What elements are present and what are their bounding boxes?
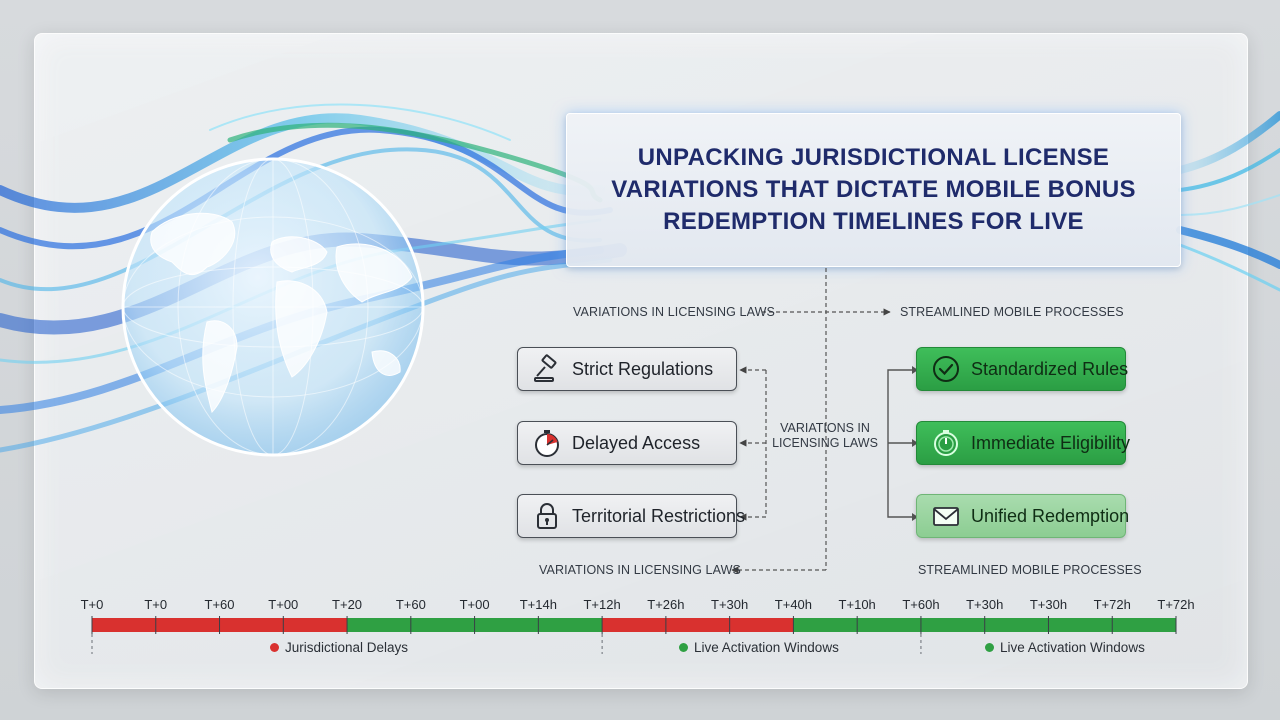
standardized-rules-box: Standardized Rules <box>916 347 1129 391</box>
globe-icon <box>121 157 425 457</box>
timeline-tick-label: T+26h <box>647 597 685 612</box>
timeline-tick-label: T+20 <box>332 597 363 612</box>
legend-label: Live Activation Windows <box>1000 640 1145 655</box>
strict-regulations-box: Strict Regulations <box>517 347 737 391</box>
timeline-segment-delay <box>602 618 794 632</box>
timeline-tick-label: T+30h <box>1029 597 1068 612</box>
timeline-tick-label: T+72h <box>1093 597 1131 612</box>
unified-redemption-box: Unified Redemption <box>916 494 1130 538</box>
territorial-restrictions-label: Territorial Restrictions <box>572 505 746 526</box>
timeline-tick-label: T+30h <box>711 597 749 612</box>
caption-licensing-laws-bottom: Variations in Licensing Laws <box>539 563 741 577</box>
legend-dot-green <box>679 643 688 652</box>
timeline-tick-label: T+60h <box>902 597 940 612</box>
timeline-tick-label: T+72h <box>1157 597 1195 612</box>
timeline-tick-label: T+60 <box>395 597 426 612</box>
caption-licensing-laws-top: Variations in Licensing Laws <box>573 305 775 319</box>
timeline-tick-label: T+12h <box>583 597 621 612</box>
unified-redemption-label: Unified Redemption <box>971 505 1130 526</box>
timeline-tick-label: T+0 <box>80 597 104 612</box>
caption-licensing-laws-center: Variations in Licensing Laws <box>772 421 878 450</box>
legend-jurisdictional-delays: Jurisdictional Delays <box>270 640 408 655</box>
timeline-tick-label: T+0 <box>144 597 168 612</box>
caption-mobile-processes-bottom: Streamlined Mobile Processes <box>918 563 1142 577</box>
timeline-tick-label: T+40h <box>774 597 813 612</box>
immediate-eligibility-box: Immediate Eligibility <box>916 421 1130 465</box>
delayed-access-label: Delayed Access <box>572 432 701 453</box>
title-box: Unpacking Jurisdictional License Variati… <box>566 113 1181 267</box>
territorial-restrictions-box: Territorial Restrictions <box>517 494 745 538</box>
padlock-icon <box>537 503 557 529</box>
delayed-access-box: Delayed Access <box>517 421 737 465</box>
strict-regulations-label: Strict Regulations <box>572 358 714 379</box>
legend-dot-red <box>270 643 279 652</box>
stopwatch-icon <box>535 430 559 457</box>
legend-label: Jurisdictional Delays <box>285 640 409 655</box>
stopwatch-icon <box>934 430 958 456</box>
standardized-rules-label: Standardized Rules <box>971 358 1129 379</box>
timeline-segment-live <box>347 618 603 632</box>
timeline-tick-label: T+60 <box>204 597 235 612</box>
legend-label: Live Activation Windows <box>694 640 839 655</box>
legend-live-activation-1: Live Activation Windows <box>679 640 839 655</box>
timeline-segment-delay <box>92 618 348 632</box>
envelope-icon <box>933 507 959 526</box>
timeline-bar <box>92 618 1176 632</box>
page-title: Unpacking Jurisdictional License Variati… <box>611 144 1136 235</box>
checkmark-circle-icon <box>933 356 959 382</box>
legend-live-activation-2: Live Activation Windows <box>985 640 1145 655</box>
timeline-tick-label: T+10h <box>838 597 876 612</box>
timeline-tick-label: T+00 <box>268 597 299 612</box>
caption-mobile-processes-top: Streamlined Mobile Processes <box>900 305 1124 319</box>
immediate-eligibility-label: Immediate Eligibility <box>971 432 1131 453</box>
timeline-tick-label: T+14h <box>519 597 557 612</box>
legend-dot-green <box>985 643 994 652</box>
gavel-icon <box>534 354 557 382</box>
timeline-segment-live <box>793 618 1176 632</box>
timeline-tick-label: T+30h <box>966 597 1004 612</box>
timeline-tick-label: T+00 <box>459 597 490 612</box>
